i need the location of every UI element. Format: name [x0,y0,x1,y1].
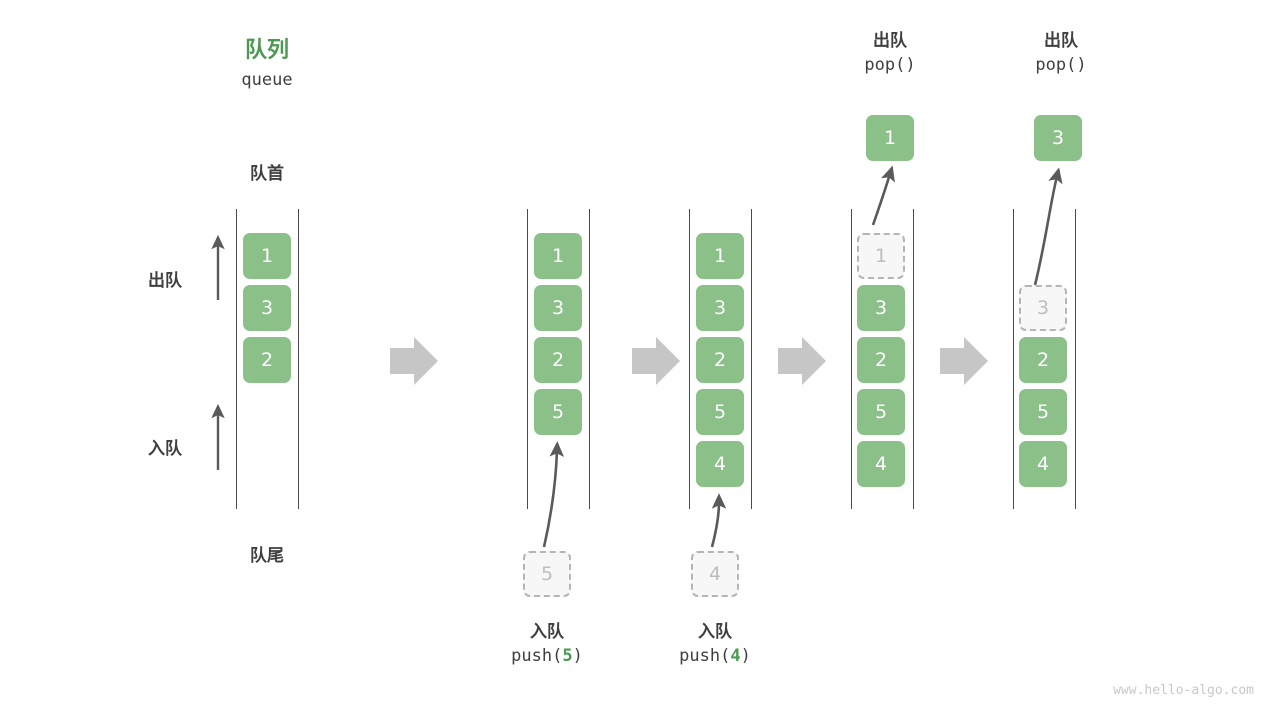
incoming-ghost-cell: 4 [691,551,739,597]
pop-1-arrow [871,165,895,226]
push-4-arrow [710,493,727,548]
queue-cell: 3 [696,285,744,331]
queue-cell: 2 [534,337,582,383]
queue-cell: 4 [696,441,744,487]
queue-cell: 4 [1019,441,1067,487]
caption-code: pop() [864,54,916,75]
enqueue-label: 入队 [148,439,182,459]
column-rail-right [913,209,914,509]
caption-step-4: 出队 pop() [813,30,967,78]
caption-cn: 出队 [873,31,907,51]
column-rail-right [1075,209,1076,509]
popping-ghost-cell: 1 [857,233,905,279]
queue-cell: 2 [1019,337,1067,383]
popped-cell: 1 [866,115,914,161]
caption-cn: 入队 [698,622,732,642]
column-rail-right [298,209,299,509]
queue-cell: 3 [857,285,905,331]
column-rail-left [527,209,528,509]
queue-cell: 3 [243,285,291,331]
step-arrow-4 [940,337,988,385]
column-rail-right [751,209,752,509]
caption-step-2: 入队 push(5) [470,621,624,669]
caption-cn: 入队 [530,622,564,642]
page-title-en: queue [241,70,293,90]
pop-3-arrow [1033,167,1063,286]
column-rail-left [689,209,690,509]
queue-cell: 3 [534,285,582,331]
queue-cell: 1 [243,233,291,279]
incoming-ghost-cell: 5 [523,551,571,597]
queue-cell: 1 [696,233,744,279]
caption-step-3: 入队 push(4) [638,621,792,669]
caption-cn: 出队 [1044,31,1078,51]
queue-cell: 5 [696,389,744,435]
watermark: www.hello-algo.com [1113,683,1254,698]
queue-cell: 2 [857,337,905,383]
caption-code: push(5) [511,645,583,666]
queue-cell: 5 [1019,389,1067,435]
popping-ghost-cell: 3 [1019,285,1067,331]
popped-cell: 3 [1034,115,1082,161]
dequeue-label: 出队 [148,271,182,291]
caption-step-5: 出队 pop() [984,30,1138,78]
queue-front-label: 队首 [250,164,284,184]
column-rail-left [1013,209,1014,509]
column-rail-left [851,209,852,509]
step-arrow-2 [632,337,680,385]
queue-cell: 5 [857,389,905,435]
queue-cell: 2 [696,337,744,383]
queue-rear-label: 队尾 [250,546,284,566]
queue-cell: 1 [534,233,582,279]
caption-code: push(4) [679,645,751,666]
step-arrow-1 [390,337,438,385]
step-arrow-3 [778,337,826,385]
queue-cell: 2 [243,337,291,383]
column-rail-right [589,209,590,509]
page-title-cn: 队列 [244,38,289,63]
caption-code: pop() [1035,54,1087,75]
push-5-arrow [542,441,565,548]
queue-cell: 4 [857,441,905,487]
column-rail-left [236,209,237,509]
queue-cell: 5 [534,389,582,435]
